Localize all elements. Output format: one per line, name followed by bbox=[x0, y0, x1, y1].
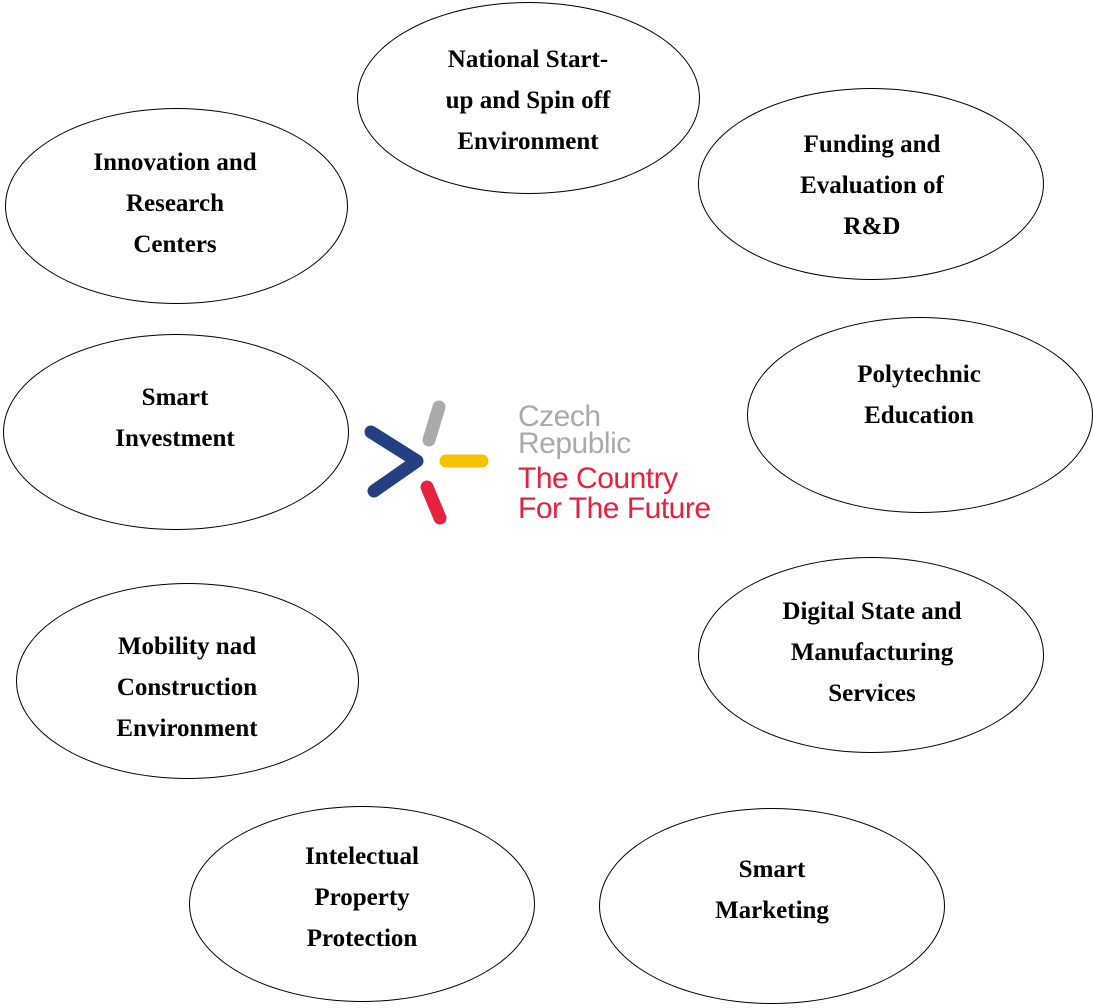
innovation-line-1: Innovation and bbox=[93, 149, 257, 176]
funding-line-1: Funding and bbox=[803, 131, 941, 158]
logo-line-the-country: The Country bbox=[518, 462, 678, 495]
startup-node-ellipse bbox=[357, 2, 700, 194]
investment-node-label: Smart Investment bbox=[45, 377, 305, 459]
marketing-node-ellipse bbox=[599, 808, 945, 1004]
innovation-line-3: Centers bbox=[133, 231, 217, 258]
digital-node-label: Digital State and Manufacturing Services bbox=[742, 591, 1002, 714]
mobility-line-3: Environment bbox=[116, 715, 258, 742]
digital-line-2: Manufacturing bbox=[790, 639, 954, 666]
startup-node-label: National Start- up and Spin off Environm… bbox=[398, 39, 658, 162]
mobility-line-1: Mobility nad bbox=[117, 633, 257, 660]
funding-line-3: R&D bbox=[843, 213, 901, 240]
czech-republic-logo: Czech Republic The Country For The Futur… bbox=[360, 395, 720, 535]
logo-line-for-the-future: For The Future bbox=[518, 492, 711, 525]
ip-line-2: Property bbox=[314, 884, 410, 911]
digital-line-3: Services bbox=[828, 680, 916, 707]
logo-red-stroke bbox=[420, 480, 447, 525]
funding-node-ellipse bbox=[698, 88, 1044, 280]
digital-line-1: Digital State and bbox=[782, 598, 962, 625]
funding-line-2: Evaluation of bbox=[800, 172, 944, 199]
polytechnic-line-1: Polytechnic bbox=[857, 361, 981, 388]
innovation-node-label: Innovation and Research Centers bbox=[45, 142, 305, 265]
marketing-line-1: Smart bbox=[738, 856, 806, 883]
mobility-node-ellipse bbox=[16, 583, 359, 779]
ip-line-3: Protection bbox=[306, 925, 418, 952]
polytechnic-node-ellipse bbox=[747, 317, 1093, 513]
polytechnic-node-label: Polytechnic Education bbox=[789, 354, 1049, 436]
polytechnic-line-2: Education bbox=[864, 402, 974, 429]
logo-blue-arrow bbox=[364, 425, 424, 498]
startup-line-3: Environment bbox=[457, 128, 599, 155]
logo-line-republic: Republic bbox=[518, 427, 631, 460]
startup-line-2: up and Spin off bbox=[445, 87, 611, 114]
marketing-line-2: Marketing bbox=[715, 897, 829, 924]
investment-line-2: Investment bbox=[115, 425, 235, 452]
innovation-node-ellipse bbox=[5, 108, 348, 304]
ip-line-1: Intelectual bbox=[305, 843, 419, 870]
startup-line-1: National Start- bbox=[447, 46, 609, 73]
funding-node-label: Funding and Evaluation of R&D bbox=[742, 124, 1002, 247]
mobility-node-label: Mobility nad Construction Environment bbox=[57, 626, 317, 749]
digital-node-ellipse bbox=[698, 557, 1044, 753]
innovation-line-2: Research bbox=[125, 190, 225, 217]
logo-star-icon bbox=[364, 400, 489, 525]
mobility-line-2: Construction bbox=[116, 674, 258, 701]
ip-node-label: Intelectual Property Protection bbox=[232, 836, 492, 959]
marketing-node-label: Smart Marketing bbox=[642, 849, 902, 931]
investment-line-1: Smart bbox=[141, 384, 209, 411]
ip-node-ellipse bbox=[189, 806, 535, 1002]
logo-line-czech: Czech bbox=[518, 400, 601, 433]
investment-node-ellipse bbox=[3, 334, 349, 530]
logo-grey-stroke bbox=[422, 400, 446, 447]
